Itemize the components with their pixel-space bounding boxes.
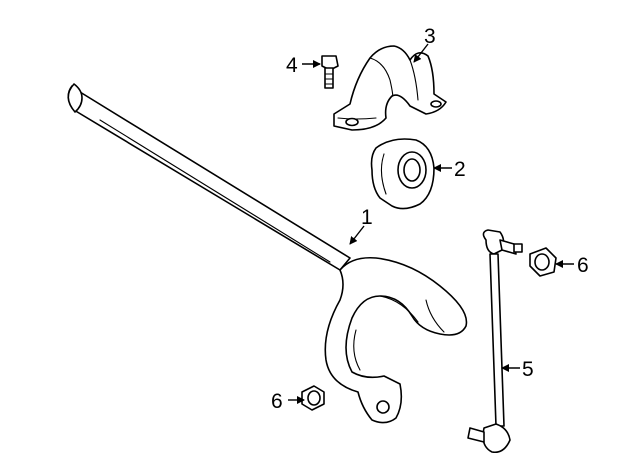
callout-3: 3 [424,25,436,48]
lower-nut [301,385,325,411]
stabilizer-link [467,229,523,454]
stabilizer-bar [67,83,468,424]
bolt [321,55,339,89]
leader-3 [413,43,429,63]
leader-1 [349,225,365,245]
callout-5: 5 [522,358,534,381]
link-nut [529,247,557,277]
bushing [370,138,435,210]
callout-4: 4 [286,54,298,77]
callout-6a: 6 [577,254,589,277]
callout-2: 2 [454,158,466,181]
callout-6b: 6 [271,390,283,413]
callout-1: 1 [361,206,373,229]
bracket [333,45,447,131]
